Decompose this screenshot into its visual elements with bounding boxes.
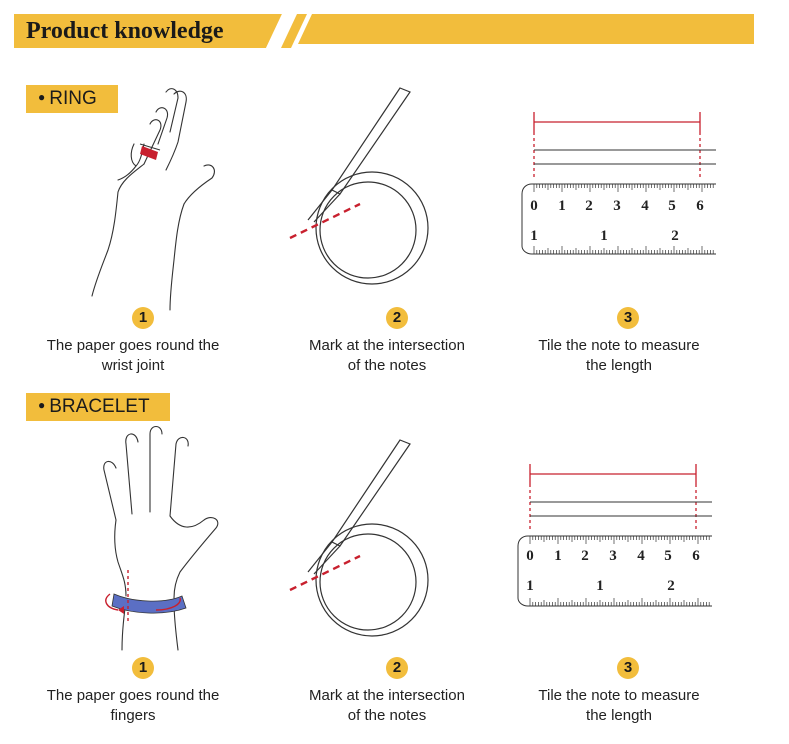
ruler-number: 2 <box>667 578 675 594</box>
page-title: Product knowledge <box>26 18 224 44</box>
caption-line: of the notes <box>347 357 427 374</box>
ruler-number: 1 <box>554 548 562 564</box>
ruler-number: 4 <box>641 198 649 214</box>
step-number-badge: 3 <box>617 657 639 679</box>
ruler-number: 1 <box>600 228 608 244</box>
step-number-badge: 1 <box>132 307 154 329</box>
hand-ring-icon <box>91 88 215 311</box>
caption-line: of the notes <box>347 707 427 724</box>
ruler-number: 2 <box>671 228 679 244</box>
hand-bracelet-icon <box>103 425 219 651</box>
step-number-badge: 2 <box>386 307 408 329</box>
caption-line: Mark at the intersection <box>309 687 465 704</box>
caption-line: Mark at the intersection <box>309 337 465 354</box>
step-number-badge: 1 <box>132 657 154 679</box>
caption-line: fingers <box>110 707 156 724</box>
ruler-number: 6 <box>692 548 700 564</box>
header-banner: Product knowledge <box>14 14 754 48</box>
step-number-badge: 2 <box>386 657 408 679</box>
caption-line: the length <box>586 707 652 724</box>
banner-background <box>14 14 754 48</box>
ruler-number: 4 <box>637 548 645 564</box>
section-tag-ring: ●RING <box>26 85 118 113</box>
step-number-badge: 3 <box>617 307 639 329</box>
ruler-number: 6 <box>696 198 704 214</box>
caption-line: the length <box>586 357 652 374</box>
caption-line: wrist joint <box>101 357 165 374</box>
ruler-number: 1 <box>530 228 538 244</box>
step-caption: Tile the note to measure the length <box>504 686 734 726</box>
section-tag-bracelet: ●BRACELET <box>26 393 170 421</box>
ruler-number: 0 <box>526 548 534 564</box>
bullet-dot-icon: ● <box>38 398 46 412</box>
ruler-number: 2 <box>585 198 593 214</box>
ruler-number: 1 <box>596 578 604 594</box>
step-caption: Mark at the intersection of the notes <box>272 686 502 726</box>
caption-line: The paper goes round the <box>46 337 220 354</box>
ruler-number: 5 <box>668 198 676 214</box>
ruler-number: 5 <box>664 548 672 564</box>
ruler-number: 1 <box>558 198 566 214</box>
caption-line: Tile the note to measure <box>538 687 700 704</box>
ruler-number: 3 <box>613 198 621 214</box>
bullet-dot-icon: ● <box>38 90 46 104</box>
ruler-icon: 0 1 2 3 4 5 6 1 1 2 <box>517 464 712 607</box>
step-caption: The paper goes round the fingers <box>18 686 248 726</box>
ruler-number: 1 <box>526 578 534 594</box>
section-tag-label: BRACELET <box>49 396 150 417</box>
step-caption: Mark at the intersection of the notes <box>272 336 502 376</box>
paper-loop-icon <box>289 439 429 637</box>
caption-line: The paper goes round the <box>46 687 220 704</box>
step-caption: Tile the note to measure the length <box>504 336 734 376</box>
ruler-number: 0 <box>530 198 538 214</box>
ruler-number: 3 <box>609 548 617 564</box>
section-tag-label: RING <box>49 88 97 109</box>
ruler-number: 2 <box>581 548 589 564</box>
caption-line: Tile the note to measure <box>538 337 700 354</box>
ruler-icon: 0 1 2 3 4 5 6 1 1 2 <box>521 112 716 255</box>
paper-loop-icon <box>289 87 429 285</box>
step-caption: The paper goes round the wrist joint <box>18 336 248 376</box>
